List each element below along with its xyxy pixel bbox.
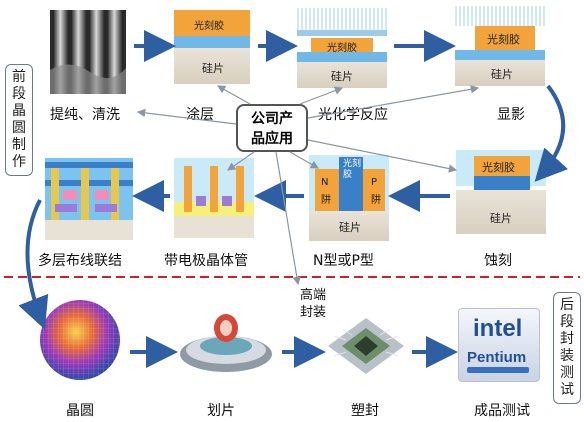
step-test-label: 成品测试 [474,403,530,419]
packaging-note: 高端 封装 [300,288,327,320]
arrow-develop-to-etch [534,84,568,182]
develop-diagram: 光刻胶 硅片 [455,6,545,86]
step-wiring-label: 多层布线联结 [38,253,122,269]
transistor-diagram [174,158,254,238]
step-clean-label: 提纯、清洗 [50,107,120,123]
intel-pentium-logo: intel Pentium [458,308,540,382]
link-to-develop [307,85,480,119]
link-to-photo [299,86,344,105]
front-end-label: 前段 晶圆 制作 [5,64,33,176]
doping-diagram: N 阱 P 阱 光刻胶 硅片 [309,155,389,241]
step-mold-label: 塑封 [351,403,379,419]
step-etch-label: 蚀刻 [484,253,512,269]
step-wafer-label: 晶圆 [66,403,94,419]
link-to-transistor [227,151,255,171]
company-products-box: 公司产 品应用 [236,104,308,152]
step-dope-label: N型或P型 [313,253,374,269]
step-develop-label: 显影 [497,107,525,123]
coating-diagram: 光刻胶 硅片 [174,10,250,84]
etch-diagram: 光刻胶 硅片 [456,150,546,234]
molded-chip-image [326,316,406,376]
link-to-dope [289,151,320,169]
step-photo-label: 光化学反应 [318,107,388,123]
back-end-label: 后段 封装 测试 [553,292,581,404]
link-to-coat [216,85,251,105]
link-to-clean [136,108,237,125]
wafer-image [38,298,122,382]
step-transistor-label: 带电极晶体管 [164,253,248,269]
stage-divider [4,276,580,278]
arrow-wiring-to-wafer [18,199,49,330]
wiring-diagram [45,158,133,240]
dicing-image [178,306,274,376]
silicon-rods-image [50,10,126,94]
link-to-etch [307,139,458,173]
link-to-packaging [275,151,301,286]
photochem-diagram: 光刻胶 硅片 [297,8,387,88]
step-dice-label: 划片 [207,403,235,419]
